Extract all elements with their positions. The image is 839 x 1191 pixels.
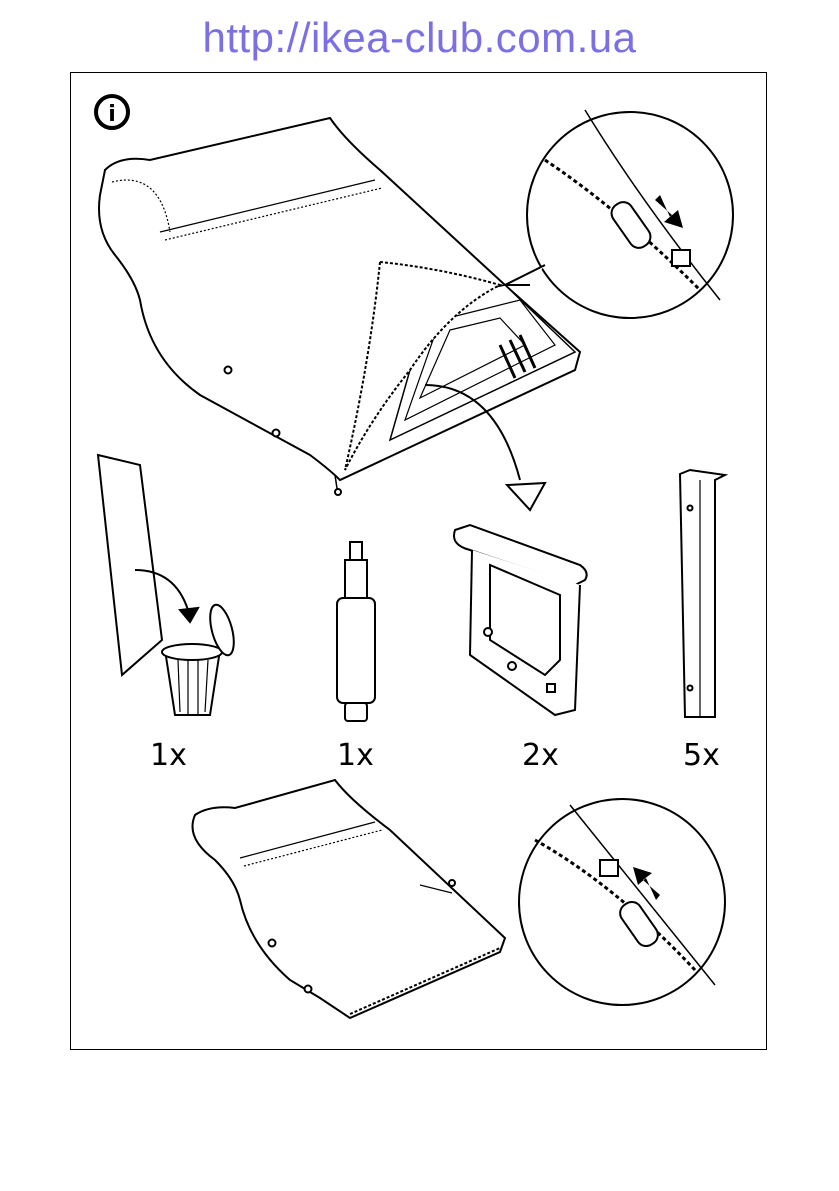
qty-cardboard: 1x: [150, 738, 187, 773]
opened-cushion-cover: [99, 118, 580, 495]
zipper-open-detail: [505, 110, 733, 318]
svg-text:i: i: [108, 102, 116, 127]
cardboard-to-trash: [98, 455, 238, 715]
gas-cylinder: [337, 542, 375, 721]
qty-metal-bar: 5x: [683, 738, 720, 773]
info-icon: i: [96, 96, 128, 128]
armrest: [454, 525, 587, 715]
qty-gas-cylinder: 1x: [337, 738, 374, 773]
metal-bar: [680, 470, 725, 717]
closed-cushion-cover: [193, 780, 506, 1018]
qty-armrest: 2x: [522, 738, 559, 773]
zipper-close-detail: [519, 799, 725, 1005]
